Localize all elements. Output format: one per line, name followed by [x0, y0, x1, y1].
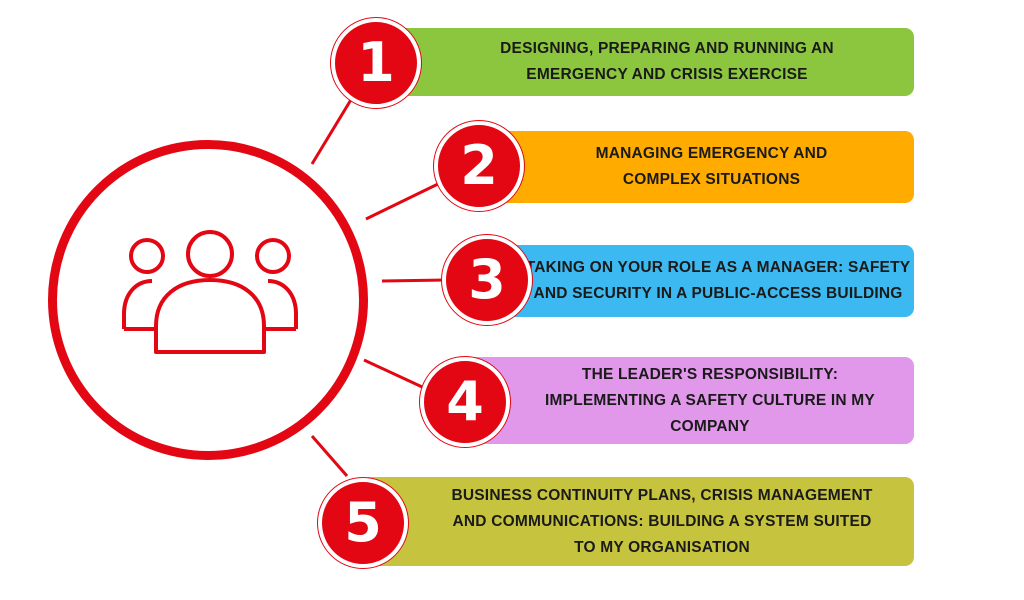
central-circle: [48, 140, 368, 460]
group-people-icon: [122, 230, 298, 354]
connector-line-2: [365, 181, 441, 221]
step-1-number-badge: 1: [331, 18, 421, 108]
step-3-bar: TAKING ON YOUR ROLE AS A MANAGER: SAFETY…: [482, 245, 914, 317]
step-5-number: 5: [344, 491, 382, 554]
step-2-number-badge: 2: [434, 121, 524, 211]
connector-line-5: [310, 435, 349, 477]
step-3-number-badge: 3: [442, 235, 532, 325]
step-5-bar: BUSINESS CONTINUITY PLANS, CRISIS MANAGE…: [360, 477, 914, 566]
connector-line-1: [310, 97, 354, 165]
connector-line-3: [381, 278, 448, 283]
step-4-label: THE LEADER'S RESPONSIBILITY:IMPLEMENTING…: [545, 365, 875, 435]
step-4-number-badge: 4: [420, 357, 510, 447]
step-1-number: 1: [357, 31, 395, 94]
step-5-number-badge: 5: [318, 478, 408, 568]
step-4-number: 4: [446, 370, 484, 433]
step-2-number: 2: [460, 134, 498, 197]
step-3-label: TAKING ON YOUR ROLE AS A MANAGER: SAFETY…: [525, 259, 911, 302]
step-3-number: 3: [468, 248, 506, 311]
step-4-bar: THE LEADER'S RESPONSIBILITY:IMPLEMENTING…: [466, 357, 914, 444]
step-5-label: BUSINESS CONTINUITY PLANS, CRISIS MANAGE…: [451, 486, 873, 556]
